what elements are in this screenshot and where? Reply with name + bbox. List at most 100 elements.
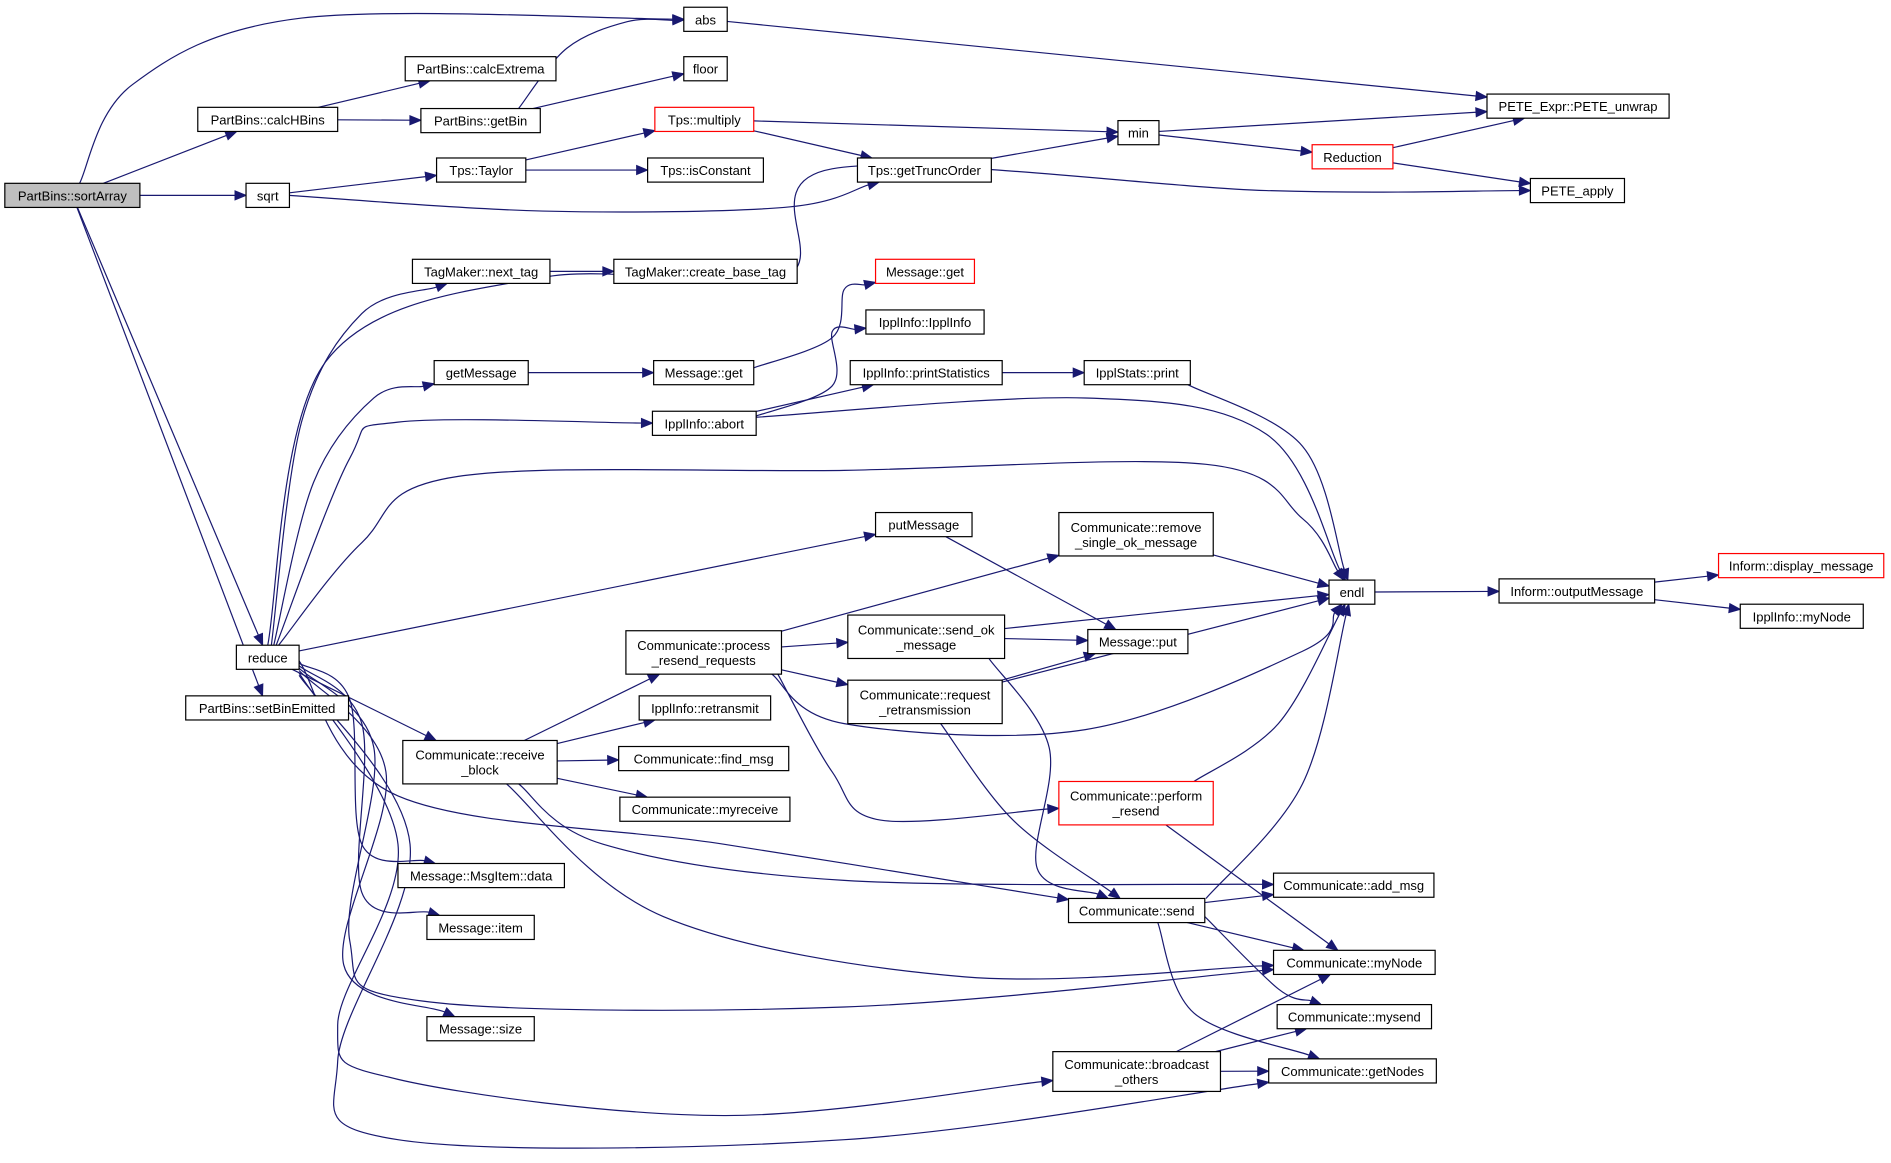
node-box[interactable] <box>1328 579 1376 605</box>
node-mysend[interactable]: Communicate::mysend <box>1276 1003 1433 1030</box>
node-box[interactable] <box>1083 359 1191 386</box>
node-printStatistics[interactable]: IpplInfo::printStatistics <box>849 359 1003 386</box>
node-broadcastOthers[interactable]: Communicate::broadcast_others <box>1052 1051 1222 1093</box>
node-sendOkMessage[interactable]: Communicate::send_ok_message <box>847 614 1006 660</box>
node-box[interactable] <box>197 106 339 133</box>
node-abort[interactable]: IpplInfo::abort <box>651 410 757 436</box>
node-box[interactable] <box>619 796 791 822</box>
node-floor[interactable]: floor <box>683 56 728 82</box>
node-box[interactable] <box>1529 177 1626 204</box>
node-box[interactable] <box>433 359 529 386</box>
node-ipplInfoMyNode[interactable]: IpplInfo::myNode <box>1739 603 1864 629</box>
node-box[interactable] <box>1311 144 1394 170</box>
node-calcExtrema[interactable]: PartBins::calcExtrema <box>404 56 557 82</box>
node-endl[interactable]: endl <box>1328 579 1376 605</box>
node-messageItem[interactable]: Message::item <box>426 914 535 941</box>
node-box[interactable] <box>1067 897 1206 924</box>
node-getMessage[interactable]: getMessage <box>433 359 529 386</box>
node-box[interactable] <box>404 56 557 82</box>
node-tpsIsConstant[interactable]: Tps::isConstant <box>647 157 764 183</box>
node-commMyNode[interactable]: Communicate::myNode <box>1272 949 1436 976</box>
node-reduction[interactable]: Reduction <box>1311 144 1394 170</box>
node-box[interactable] <box>397 862 566 889</box>
node-getBin[interactable]: PartBins::getBin <box>420 107 541 134</box>
node-requestRetrans[interactable]: Communicate::request_retransmission <box>847 679 1003 725</box>
node-box[interactable] <box>683 56 728 82</box>
node-retransmit[interactable]: IpplInfo::retransmit <box>638 695 772 721</box>
node-outputMessage[interactable]: Inform::outputMessage <box>1498 578 1656 604</box>
node-peteApply[interactable]: PETE_apply <box>1529 177 1626 204</box>
node-box[interactable] <box>4 182 141 209</box>
node-box[interactable] <box>1058 780 1214 826</box>
node-box[interactable] <box>1272 872 1435 898</box>
node-myreceive[interactable]: Communicate::myreceive <box>619 796 791 822</box>
node-putMessage[interactable]: putMessage <box>874 511 973 538</box>
node-commSend[interactable]: Communicate::send <box>1067 897 1206 924</box>
node-box[interactable] <box>874 258 976 285</box>
node-tpsTaylor[interactable]: Tps::Taylor <box>435 157 527 183</box>
node-box[interactable] <box>1486 93 1670 119</box>
node-box[interactable] <box>245 182 291 209</box>
node-box[interactable] <box>1087 628 1189 655</box>
node-createBaseTag[interactable]: TagMaker::create_base_tag <box>613 258 798 285</box>
node-getNodes[interactable]: Communicate::getNodes <box>1268 1058 1437 1084</box>
node-tpsMultiply[interactable]: Tps::multiply <box>654 106 755 133</box>
node-messageGet[interactable]: Message::get <box>653 359 755 386</box>
node-calcHBins[interactable]: PartBins::calcHBins <box>197 106 339 133</box>
node-box[interactable] <box>1268 1058 1437 1084</box>
node-box[interactable] <box>1058 511 1214 557</box>
node-receiveBlock[interactable]: Communicate::receive_block <box>402 739 558 785</box>
node-ipplInfoCtor[interactable]: IpplInfo::IpplInfo <box>865 309 985 335</box>
node-abs[interactable]: abs <box>683 6 728 32</box>
node-messageGetRed[interactable]: Message::get <box>874 258 976 285</box>
node-box[interactable] <box>1276 1003 1433 1030</box>
node-box[interactable] <box>625 630 783 675</box>
node-addMsg[interactable]: Communicate::add_msg <box>1272 872 1435 898</box>
node-box[interactable] <box>426 1016 535 1042</box>
node-box[interactable] <box>185 695 350 721</box>
node-box[interactable] <box>847 679 1003 725</box>
node-box[interactable] <box>651 410 757 436</box>
node-box[interactable] <box>1117 119 1160 146</box>
node-box[interactable] <box>426 914 535 941</box>
node-box[interactable] <box>683 6 728 32</box>
node-performResend[interactable]: Communicate::perform_resend <box>1058 780 1214 826</box>
node-messagePut[interactable]: Message::put <box>1087 628 1189 655</box>
node-box[interactable] <box>647 157 764 183</box>
node-displayMessage[interactable]: Inform::display_message <box>1717 552 1885 579</box>
node-processResend[interactable]: Communicate::process_resend_requests <box>625 630 783 675</box>
node-setBinEmitted[interactable]: PartBins::setBinEmitted <box>185 695 350 721</box>
node-box[interactable] <box>618 745 790 772</box>
node-sqrt[interactable]: sqrt <box>245 182 291 209</box>
node-sortArray[interactable]: PartBins::sortArray <box>4 182 141 209</box>
node-box[interactable] <box>420 107 541 134</box>
node-box[interactable] <box>1052 1051 1222 1093</box>
node-box[interactable] <box>638 695 772 721</box>
node-min[interactable]: min <box>1117 119 1160 146</box>
node-box[interactable] <box>856 157 992 183</box>
node-ipplStatsPrint[interactable]: IpplStats::print <box>1083 359 1191 386</box>
node-reduce[interactable]: reduce <box>235 644 300 670</box>
node-removeSingleOk[interactable]: Communicate::remove_single_ok_message <box>1058 511 1214 557</box>
node-peteUnwrap[interactable]: PETE_Expr::PETE_unwrap <box>1486 93 1670 119</box>
node-msgItemData[interactable]: Message::MsgItem::data <box>397 862 566 889</box>
node-box[interactable] <box>411 258 551 285</box>
node-box[interactable] <box>654 106 755 133</box>
node-box[interactable] <box>235 644 300 670</box>
node-box[interactable] <box>1739 603 1864 629</box>
node-findMsg[interactable]: Communicate::find_msg <box>618 745 790 772</box>
node-box[interactable] <box>653 359 755 386</box>
node-box[interactable] <box>847 614 1006 660</box>
node-box[interactable] <box>849 359 1003 386</box>
node-box[interactable] <box>613 258 798 285</box>
node-box[interactable] <box>402 739 558 785</box>
node-box[interactable] <box>865 309 985 335</box>
node-box[interactable] <box>435 157 527 183</box>
node-nextTag[interactable]: TagMaker::next_tag <box>411 258 551 285</box>
node-box[interactable] <box>874 511 973 538</box>
node-box[interactable] <box>1498 578 1656 604</box>
node-messageSize[interactable]: Message::size <box>426 1016 535 1042</box>
node-box[interactable] <box>1717 552 1885 579</box>
node-box[interactable] <box>1272 949 1436 976</box>
node-tpsGetTruncOrder[interactable]: Tps::getTruncOrder <box>856 157 992 183</box>
